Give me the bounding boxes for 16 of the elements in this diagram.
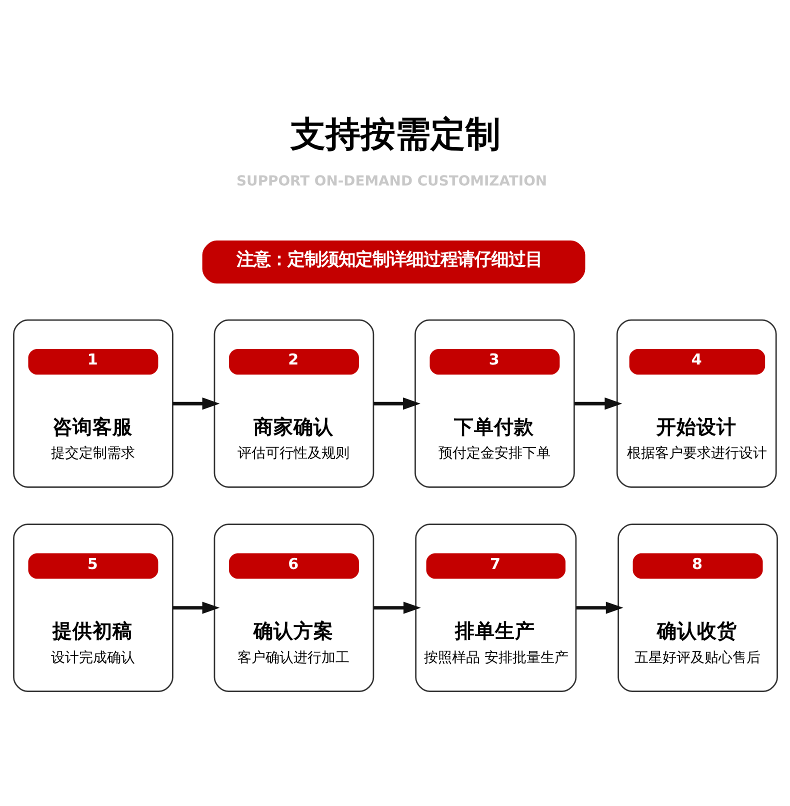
arrow <box>373 397 420 410</box>
arrow <box>576 602 623 614</box>
node-box: 7 排单生产 按照样品 安排批量生产 <box>414 524 576 692</box>
node-box: 注意：定制须知定制详细过程请仔细过目 <box>202 240 585 284</box>
node-box: 3 下单付款 预付定金安排下单 <box>414 319 574 488</box>
arrow <box>172 397 220 410</box>
node-box: 5 提供初稿 设计完成确认 <box>12 524 173 692</box>
arrow <box>373 602 420 614</box>
node-box: 1 咨询客服 提交定制需求 <box>12 319 173 488</box>
node-box: 2 商家确认 评估可行性及规则 <box>213 319 374 488</box>
arrow <box>574 397 622 410</box>
node-box: 8 确认收货 五星好评及贴心售后 <box>617 524 778 692</box>
node-box: 6 确认方案 客户确认进行加工 <box>213 524 374 692</box>
arrow <box>172 602 220 614</box>
node-box: 4 开始设计 根据客户要求进行设计 <box>616 319 776 488</box>
diagram-title: 支持按需定制 <box>290 114 500 155</box>
